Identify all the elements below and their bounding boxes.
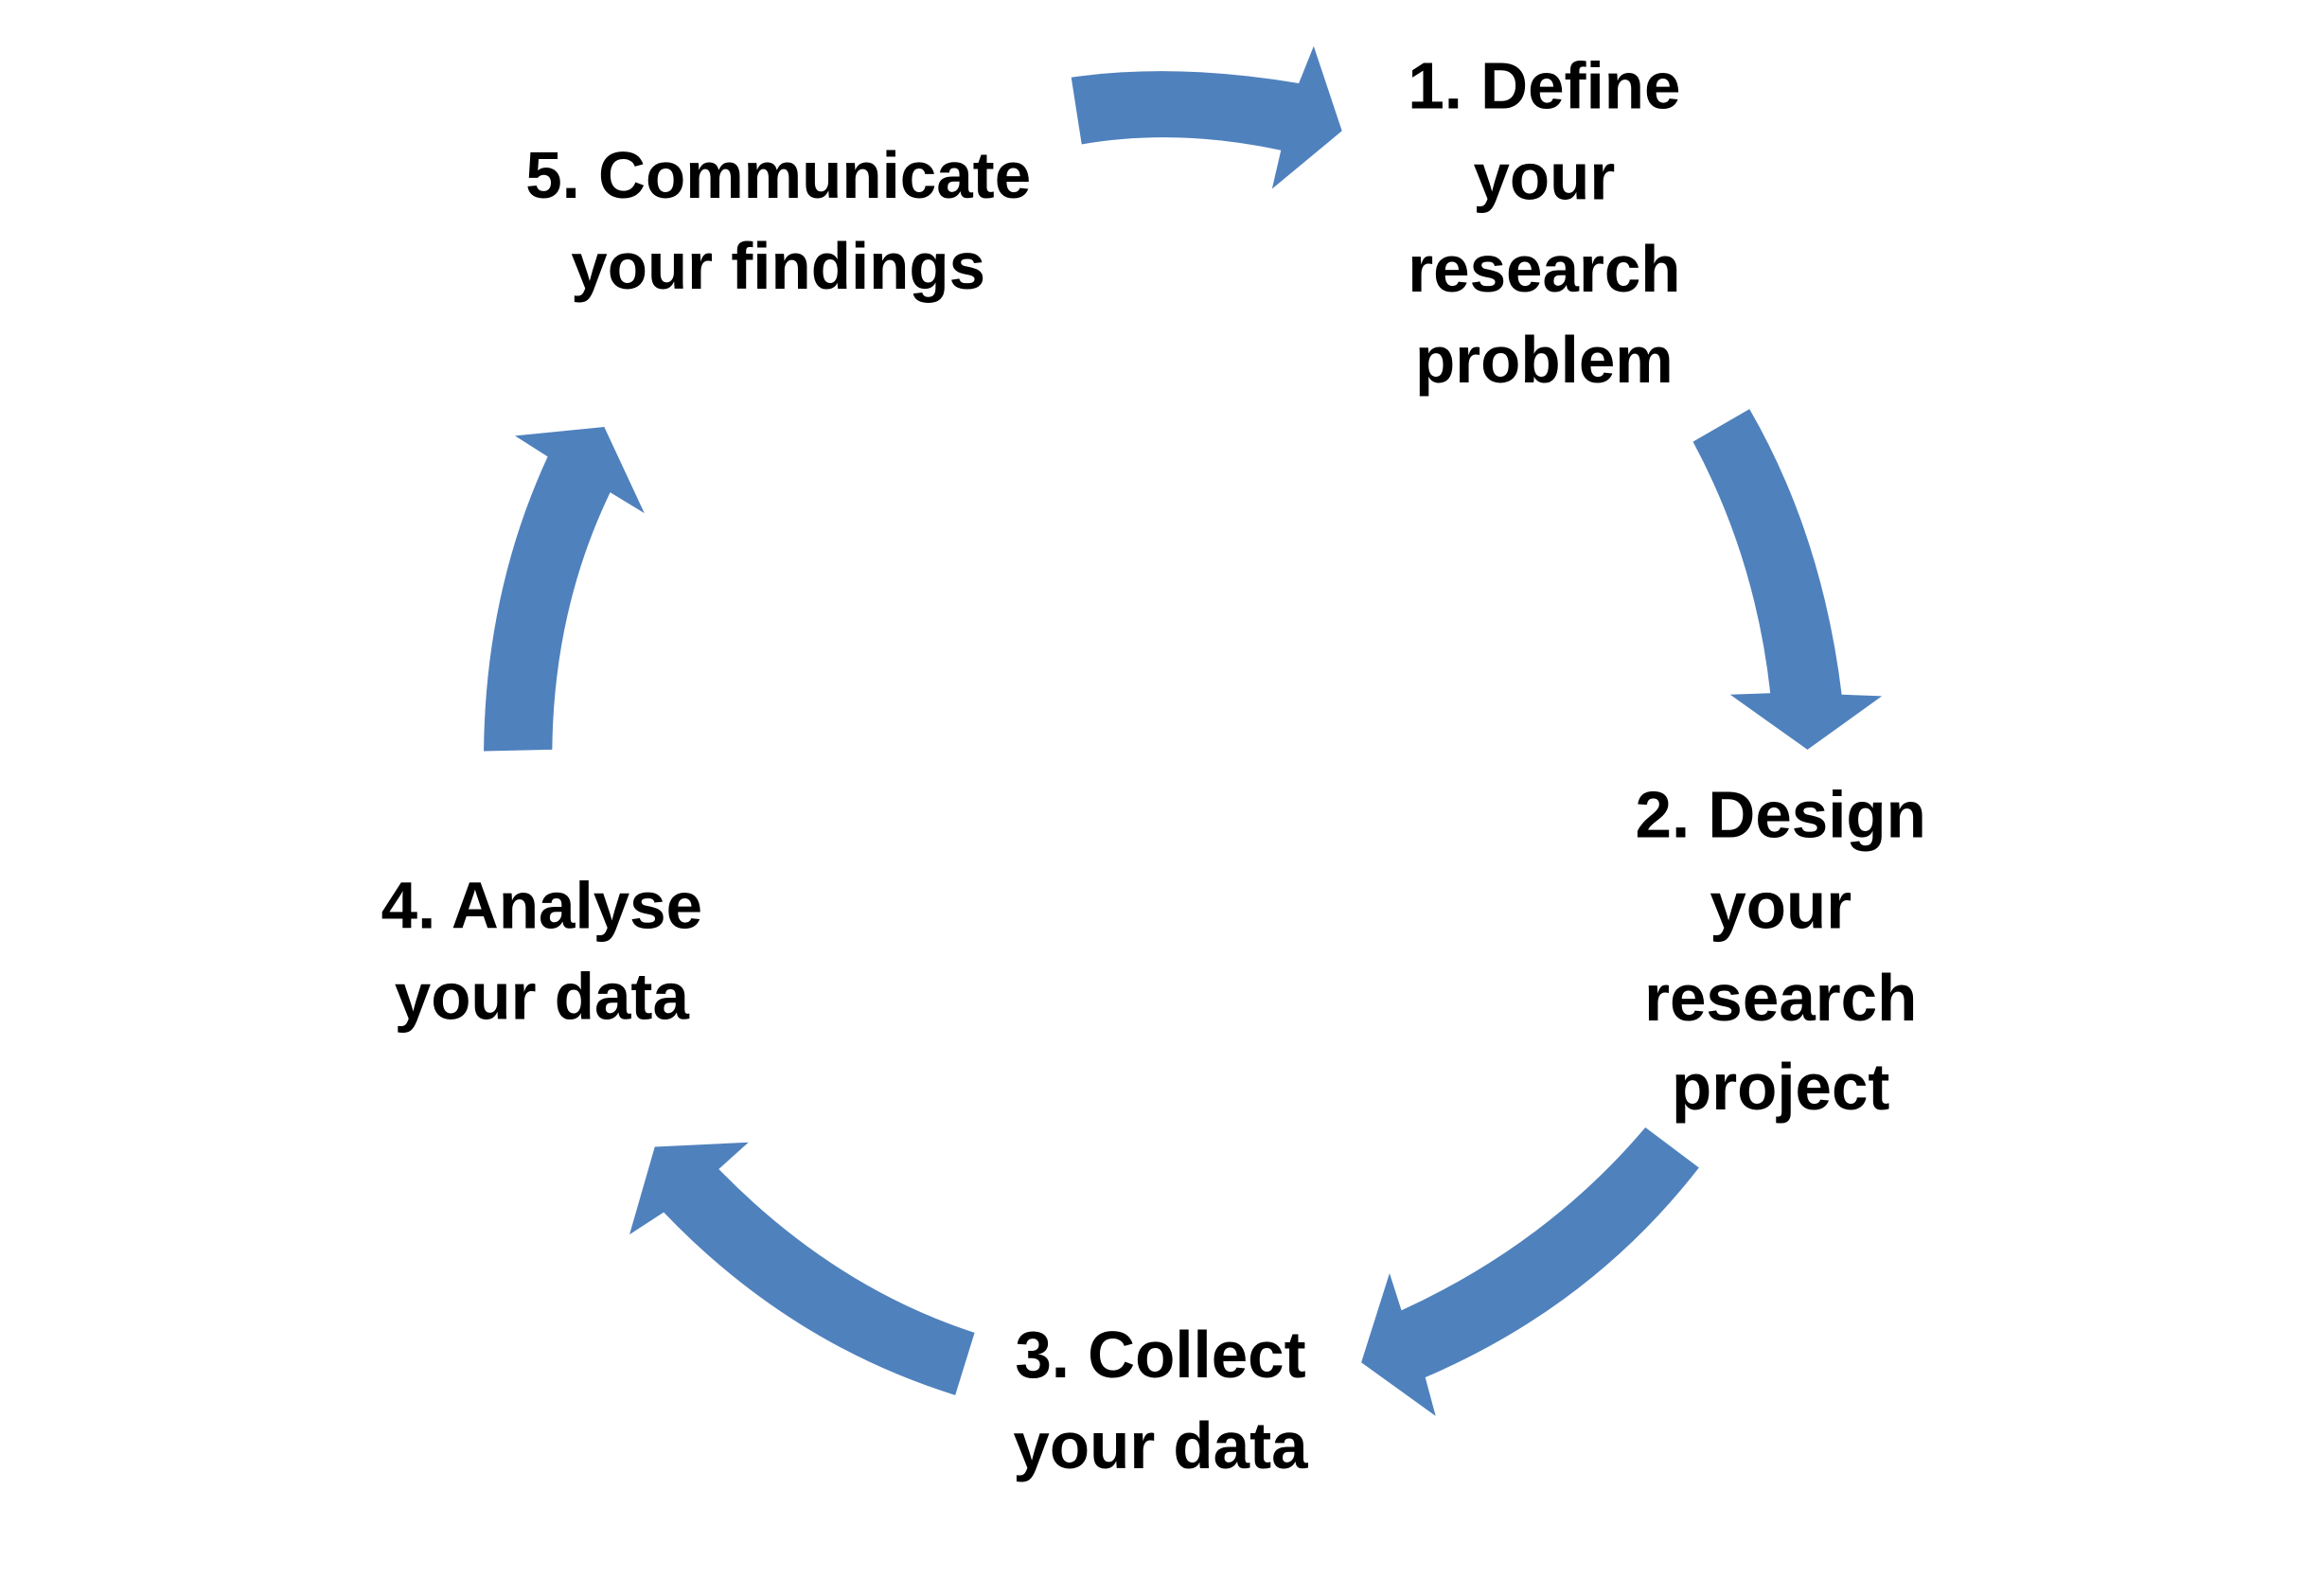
step-2-line: research (1644, 961, 1917, 1035)
step-1-line: your (1473, 140, 1615, 214)
step-3-label: 3. Collect your data (1013, 1318, 1308, 1482)
step-5-line: 5. Communicate (525, 138, 1031, 212)
step-4-line: your data (395, 959, 690, 1033)
step-4-line: 4. Analyse (381, 868, 702, 942)
step-3-line: your data (1013, 1409, 1308, 1482)
step-2-line: 2. Design (1636, 778, 1926, 852)
step-1-line: 1. Define (1408, 49, 1680, 123)
arrow-2-to-3 (1361, 1127, 1699, 1416)
step-2-label: 2. Design your research project (1636, 778, 1926, 1125)
step-1-label: 1. Define your research problem (1408, 49, 1680, 397)
step-4-label: 4. Analyse your data (381, 868, 702, 1033)
step-5-line: your findings (571, 229, 985, 303)
step-3-line: 3. Collect (1015, 1318, 1305, 1392)
step-1-line: problem (1415, 323, 1674, 397)
arrow-1-to-2 (1692, 409, 1883, 750)
arrow-4-to-5 (484, 426, 645, 752)
arrow-3-to-4 (629, 1142, 975, 1395)
step-5-label: 5. Communicate your findings (525, 138, 1031, 303)
arrow-5-to-1 (1071, 45, 1342, 189)
step-2-line: your (1710, 868, 1851, 942)
step-2-line: project (1672, 1050, 1889, 1124)
step-1-line: research (1408, 232, 1680, 306)
